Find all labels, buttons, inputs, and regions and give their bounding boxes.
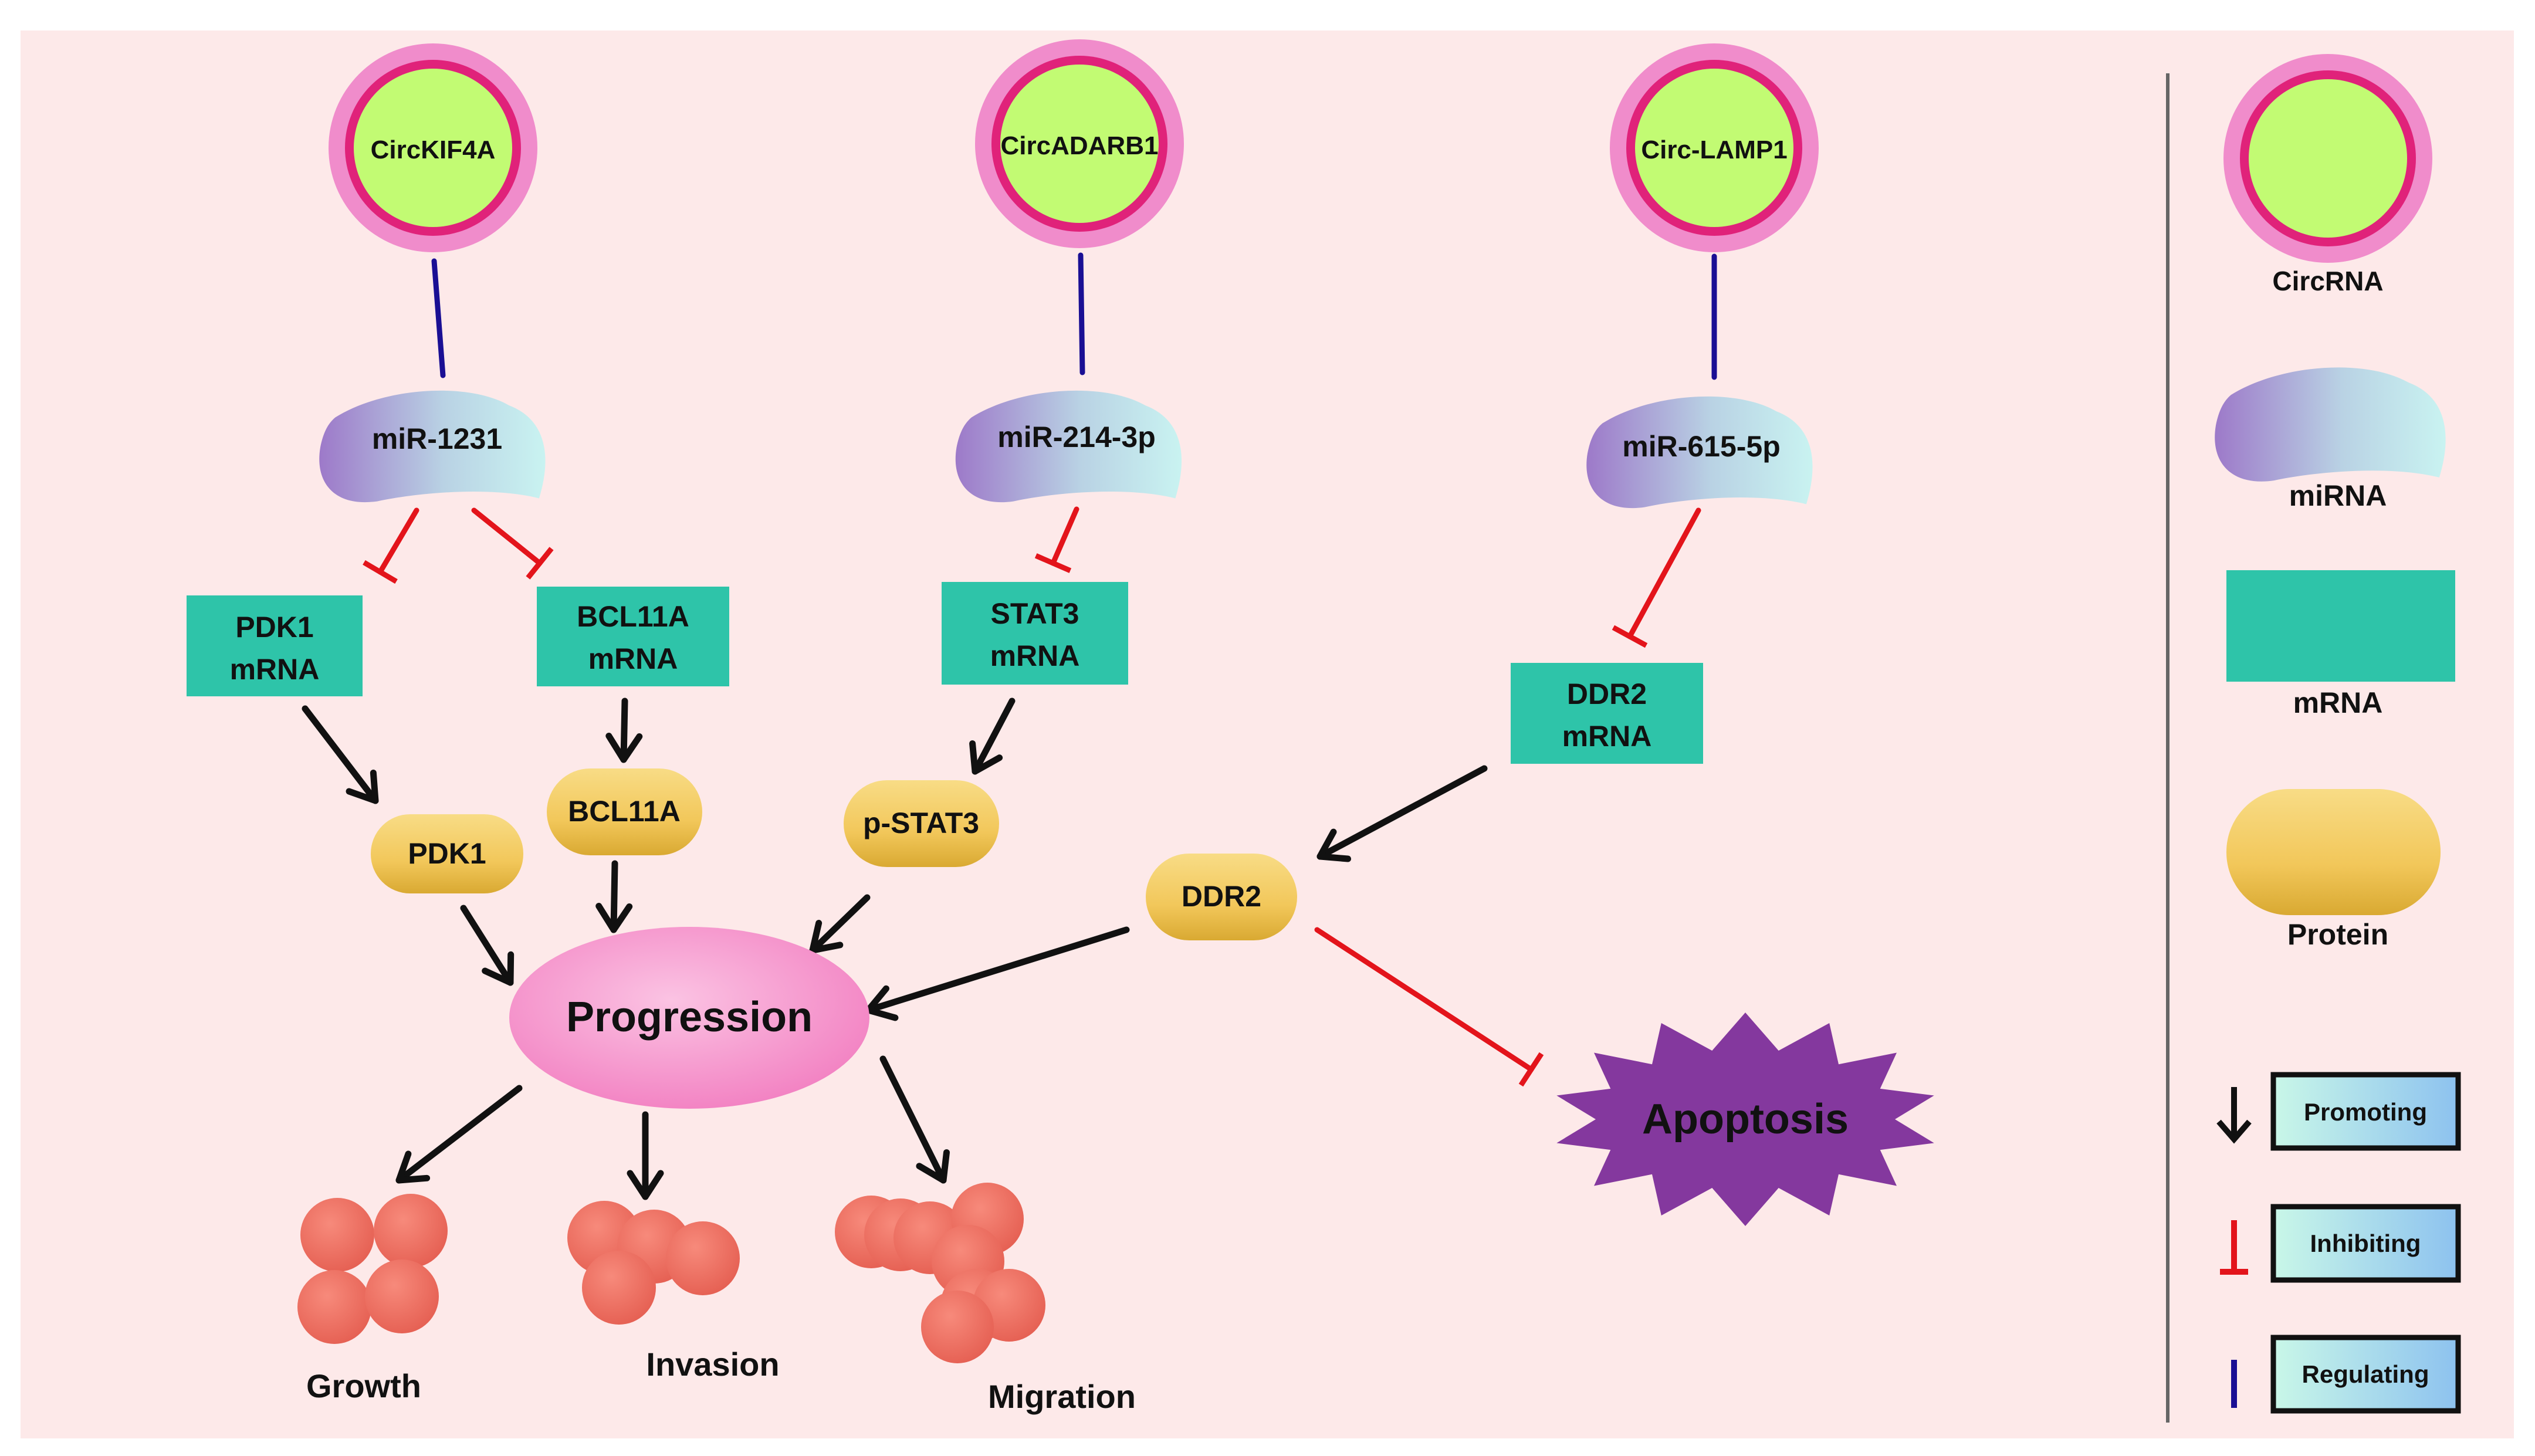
protein-pdk1-label: PDK1 [408, 837, 486, 870]
mrna-pdk1: PDK1 mRNA [187, 595, 363, 696]
legend-inhibiting-label: Inhibiting [2310, 1230, 2421, 1257]
legend-protein-label: Protein [2287, 918, 2388, 951]
mrna-pdk1-line1: PDK1 [235, 611, 313, 644]
edge-stat3mrna-pstat3 [969, 697, 1016, 775]
edge-progression-migration [879, 1055, 950, 1184]
protein-ddr2-label: DDR2 [1182, 880, 1261, 913]
protein-bcl11a: BCL11A [547, 768, 702, 855]
mirna-615-5p: miR-615-5p [1586, 396, 1813, 509]
mrna-pdk1-line2: mRNA [230, 653, 320, 686]
circrna-adarb1-label: CircADARB1 [1001, 131, 1159, 160]
mrna-ddr2-line1: DDR2 [1567, 678, 1647, 710]
legend-protein: Protein [2226, 789, 2441, 951]
protein-pdk1: PDK1 [371, 814, 523, 893]
legend-circrna-label: CircRNA [2272, 266, 2383, 296]
legend-inhibiting: Inhibiting [2220, 1204, 2461, 1283]
edge-ddr2-apoptosis [1314, 927, 1544, 1087]
edge-mir615-ddr2mrna [1612, 507, 1701, 648]
legend-mirna: miRNA [2215, 367, 2446, 512]
invasion-cells [567, 1201, 740, 1325]
edge-pdk1-progression [460, 905, 515, 986]
legend-regulating-label: Regulating [2302, 1360, 2429, 1388]
protein-pstat3-label: p-STAT3 [863, 807, 979, 839]
circrna-adarb1: CircADARB1 [975, 39, 1184, 248]
invasion-label: Invasion [646, 1346, 779, 1383]
legend-regulating: Regulating [2231, 1335, 2461, 1414]
circrna-kif4a-label: CircKIF4A [371, 136, 496, 164]
mrna-stat3-line1: STAT3 [991, 597, 1079, 630]
mrna-bcl11a: BCL11A mRNA [537, 587, 729, 686]
circrna-lamp1-label: Circ-LAMP1 [1641, 136, 1787, 164]
edge-progression-invasion [627, 1111, 664, 1200]
progression-node: Progression [509, 927, 869, 1109]
apoptosis-label: Apoptosis [1642, 1096, 1849, 1143]
mirna-214-3p: miR-214-3p [955, 390, 1182, 503]
growth-cells [297, 1194, 448, 1344]
protein-ddr2: DDR2 [1146, 854, 1297, 940]
mrna-bcl11a-line1: BCL11A [577, 600, 689, 633]
legend-mrna: mRNA [2226, 570, 2455, 719]
mirna-615-5p-label: miR-615-5p [1622, 430, 1781, 463]
mirna-214-3p-label: miR-214-3p [997, 421, 1156, 453]
legend-mrna-label: mRNA [2293, 686, 2383, 719]
promoting-arrow-icon [2216, 1087, 2252, 1144]
mrna-ddr2: DDR2 mRNA [1511, 663, 1703, 764]
legend-promoting: Promoting [2216, 1072, 2461, 1151]
mrna-stat3-line2: mRNA [990, 639, 1080, 672]
protein-pstat3: p-STAT3 [844, 780, 999, 867]
edge-bcl11amrna-bcl11a [605, 697, 643, 763]
edge-pstat3-progression [809, 894, 871, 954]
inhibiting-tbar-icon [2220, 1220, 2248, 1275]
mrna-stat3: STAT3 mRNA [942, 582, 1128, 685]
edge-kif4a-mir1231 [431, 258, 446, 378]
progression-label: Progression [566, 994, 813, 1041]
edge-mir1231-pdk1mrna [363, 507, 419, 584]
edge-mir214-stat3mrna [1034, 506, 1079, 573]
edges-layer [302, 252, 1717, 1200]
circrna-kif4a: CircKIF4A [329, 43, 537, 252]
legend-mirna-label: miRNA [2289, 479, 2387, 512]
legend-promoting-label: Promoting [2304, 1098, 2427, 1126]
legend-circrna: CircRNA [2223, 54, 2432, 296]
edge-ddr2mrna-ddr2 [1316, 765, 1488, 862]
edge-mir1231-bcl11amrna [471, 507, 554, 580]
mirna-1231: miR-1231 [319, 390, 546, 503]
mirna-1231-label: miR-1231 [372, 422, 502, 455]
migration-cells [835, 1183, 1045, 1363]
edge-bcl11a-progression [595, 860, 633, 933]
apoptosis-node: Apoptosis [1556, 1013, 1934, 1226]
mrna-ddr2-line2: mRNA [1562, 720, 1652, 753]
protein-bcl11a-label: BCL11A [568, 795, 681, 828]
circrna-lamp1: Circ-LAMP1 [1610, 43, 1819, 252]
mrna-bcl11a-line2: mRNA [588, 642, 678, 675]
edge-pdk1mrna-pdk1 [302, 705, 379, 804]
growth-label: Growth [306, 1367, 421, 1404]
edge-progression-growth [395, 1085, 523, 1184]
migration-label: Migration [988, 1378, 1136, 1415]
edge-adarb1-mir214 [1078, 252, 1085, 375]
